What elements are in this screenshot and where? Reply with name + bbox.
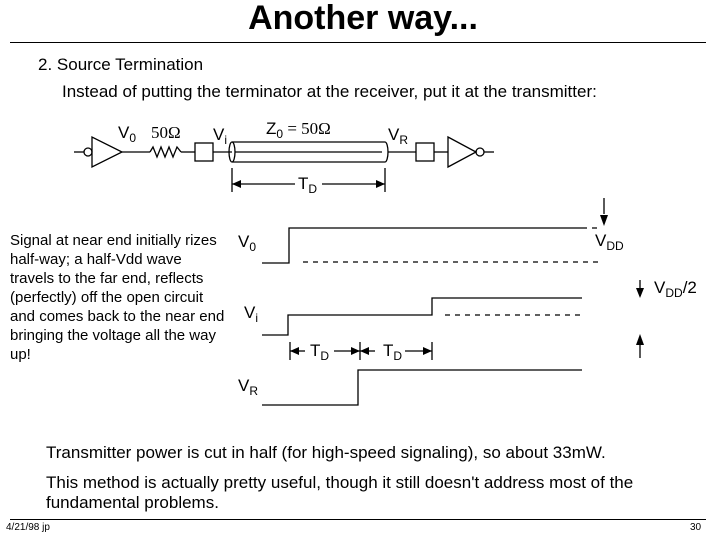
driver-triangle <box>91 135 124 169</box>
vdd-half-label: VDD/2 <box>654 278 697 300</box>
vdd-label: VDD <box>595 231 624 253</box>
td-label-second: TD <box>383 341 403 363</box>
footer-date: 4/21/98 jp <box>6 522 50 533</box>
td-arrow-right <box>376 180 385 188</box>
footer-rule <box>10 519 706 520</box>
power-note: Transmitter power is cut in half (for hi… <box>46 443 606 462</box>
vdd-half-arrow-bottom <box>636 334 644 345</box>
v0-waveform <box>262 227 582 264</box>
waveform-vi-label: Vi <box>244 303 259 325</box>
vr-waveform <box>262 369 582 406</box>
resistor-label: 50Ω <box>151 123 181 142</box>
driver-bubble <box>83 147 93 157</box>
vr-node-box <box>415 142 435 162</box>
waveform-vr-label: VR <box>238 376 259 398</box>
td-label: TD <box>298 174 318 196</box>
v0-label: V0 <box>118 123 137 145</box>
page-number: 30 <box>690 522 702 533</box>
method-note: This method is actually pretty useful, t… <box>46 473 634 512</box>
vi-label: Vi <box>213 125 228 147</box>
receiver-triangle <box>447 135 478 169</box>
vi-node-box <box>194 142 214 162</box>
waveform-v0-label: V0 <box>238 232 257 254</box>
side-note: Signal at near end initially rizes half-… <box>10 232 225 363</box>
intro-text: Instead of putting the terminator at the… <box>62 82 597 101</box>
vr-label: VR <box>388 125 409 147</box>
vdd-arrow <box>600 215 608 226</box>
vi-waveform <box>262 297 582 336</box>
td-label-first: TD <box>310 341 330 363</box>
z0-label: Z0 = 50Ω <box>266 119 331 141</box>
section-heading: 2. Source Termination <box>38 55 204 74</box>
page-title: Another way... <box>248 0 478 37</box>
resistor-symbol <box>149 145 182 159</box>
title-rule <box>10 42 706 43</box>
vdd-half-arrow-top <box>636 288 644 298</box>
td-arrow-left <box>232 180 241 188</box>
